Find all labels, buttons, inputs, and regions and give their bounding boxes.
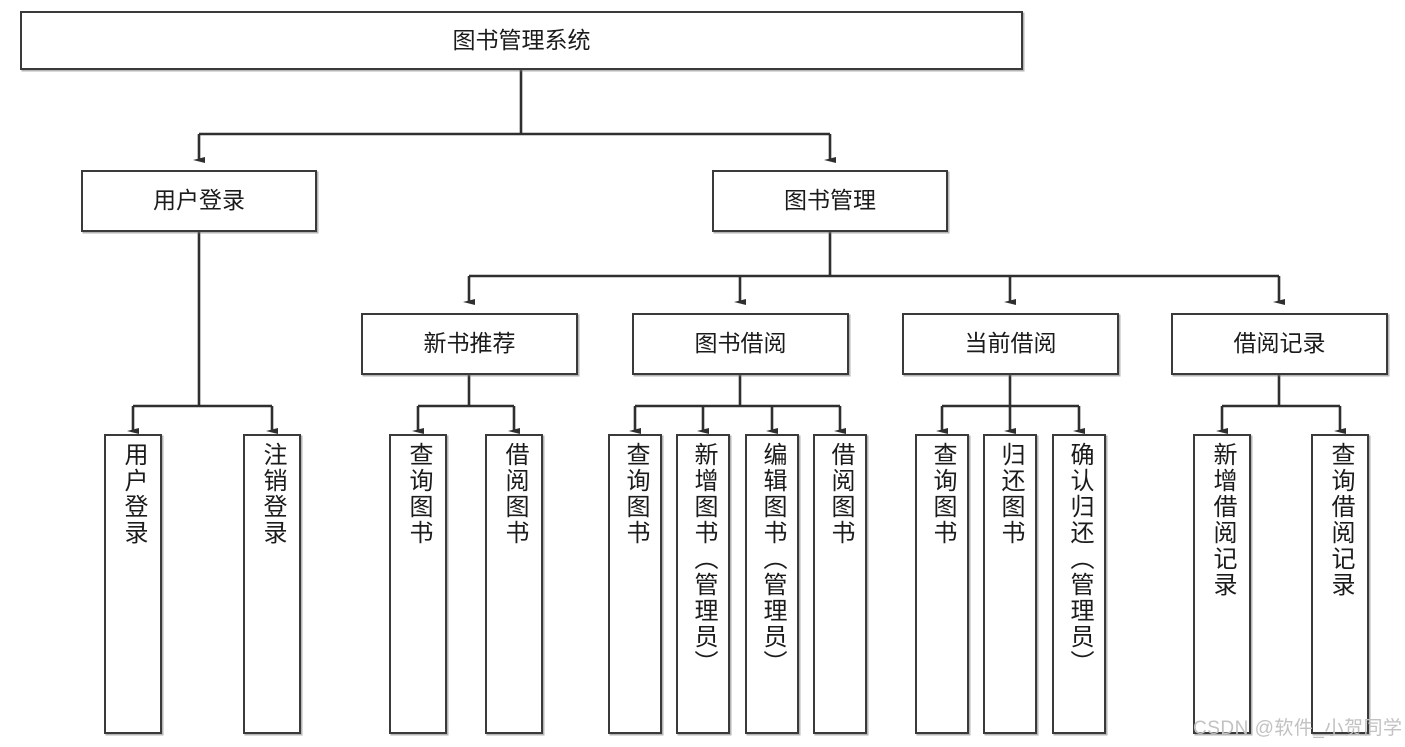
node-root-system[interactable]: 图书管理系统 bbox=[20, 11, 1023, 70]
node-label: 图书借阅 bbox=[694, 330, 787, 357]
node-label: 确认归还（管理员） bbox=[1066, 442, 1093, 676]
node-label: 用户登录 bbox=[120, 442, 147, 546]
node-leaf-borrow-book-new[interactable]: 借阅图书 bbox=[485, 434, 543, 734]
node-leaf-edit-book-admin[interactable]: 编辑图书（管理员） bbox=[745, 434, 799, 734]
node-new-book-recommend[interactable]: 新书推荐 bbox=[361, 313, 578, 375]
node-leaf-return-book[interactable]: 归还图书 bbox=[983, 434, 1037, 734]
node-leaf-query-book-current[interactable]: 查询图书 bbox=[915, 434, 969, 734]
node-leaf-confirm-return-admin[interactable]: 确认归还（管理员） bbox=[1052, 434, 1106, 734]
node-label: 编辑图书（管理员） bbox=[759, 442, 786, 676]
node-leaf-add-book-admin[interactable]: 新增图书（管理员） bbox=[676, 434, 730, 734]
node-label: 图书管理 bbox=[784, 187, 876, 214]
node-label: 借阅图书 bbox=[501, 442, 528, 546]
node-leaf-borrow-book-borrow[interactable]: 借阅图书 bbox=[813, 434, 867, 734]
node-label: 新书推荐 bbox=[423, 330, 516, 357]
node-label: 借阅图书 bbox=[827, 442, 854, 546]
node-label: 查询图书 bbox=[929, 442, 956, 546]
node-leaf-query-borrow-record[interactable]: 查询借阅记录 bbox=[1311, 434, 1369, 734]
node-leaf-query-book-borrow[interactable]: 查询图书 bbox=[608, 434, 662, 734]
node-label: 图书管理系统 bbox=[452, 26, 591, 53]
node-borrow-record[interactable]: 借阅记录 bbox=[1171, 313, 1388, 375]
node-book-borrow[interactable]: 图书借阅 bbox=[632, 313, 849, 375]
node-label: 借阅记录 bbox=[1233, 330, 1326, 357]
node-label: 查询图书 bbox=[405, 442, 432, 546]
csdn-watermark: CSDN @软件_小贺同学 bbox=[1193, 718, 1403, 739]
node-leaf-logout[interactable]: 注销登录 bbox=[243, 434, 301, 734]
node-label: 查询借阅记录 bbox=[1327, 442, 1354, 598]
node-label: 归还图书 bbox=[997, 442, 1024, 546]
node-current-borrow[interactable]: 当前借阅 bbox=[902, 313, 1119, 375]
node-label: 新增图书（管理员） bbox=[690, 442, 717, 676]
node-label: 查询图书 bbox=[622, 442, 649, 546]
node-label: 用户登录 bbox=[153, 187, 245, 214]
node-leaf-add-borrow-record[interactable]: 新增借阅记录 bbox=[1193, 434, 1251, 734]
node-label: 新增借阅记录 bbox=[1209, 442, 1236, 598]
node-book-management[interactable]: 图书管理 bbox=[712, 170, 948, 232]
node-user-login[interactable]: 用户登录 bbox=[81, 170, 317, 232]
node-label: 注销登录 bbox=[259, 442, 286, 546]
node-leaf-query-book-new[interactable]: 查询图书 bbox=[389, 434, 447, 734]
node-label: 当前借阅 bbox=[964, 330, 1057, 357]
node-leaf-user-login[interactable]: 用户登录 bbox=[104, 434, 162, 734]
